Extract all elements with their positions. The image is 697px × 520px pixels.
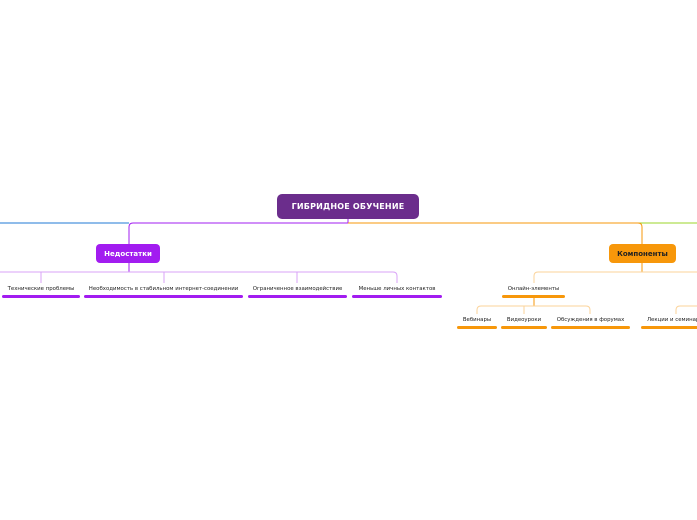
subtopic-limited-interaction[interactable]: Ограниченное взаимодействие	[248, 284, 347, 298]
branch-nedostatki[interactable]: Недостатки	[96, 244, 160, 263]
subtopic-forum-discussions[interactable]: Обсуждения в форумах	[551, 315, 630, 329]
connector-komponenty-bus	[533, 271, 697, 283]
root-topic[interactable]: ГИБРИДНОЕ ОБУЧЕНИЕ	[277, 194, 419, 219]
subtopic-online-elements[interactable]: Онлайн-элементы	[502, 284, 565, 298]
connector-root-to-komponenty	[348, 222, 643, 244]
subtopic-internet-connection[interactable]: Необходимость в стабильном интернет-соед…	[84, 284, 243, 298]
subtopic-webinars[interactable]: Вебинары	[457, 315, 497, 329]
subtopic-video-lessons[interactable]: Видеоуроки	[501, 315, 547, 329]
connector-to-lectures	[675, 305, 697, 314]
connector-root-to-nedostatki	[128, 219, 349, 244]
subtopic-lectures-seminars[interactable]: Лекции и семинары	[641, 315, 697, 329]
subtopic-tech-problems[interactable]: Технические проблемы	[2, 284, 80, 298]
connector-nedostatki-bus	[0, 271, 398, 283]
connector-online-bus	[476, 305, 591, 314]
subtopic-fewer-contacts[interactable]: Меньше личных контактов	[352, 284, 442, 298]
branch-komponenty[interactable]: Компоненты	[609, 244, 676, 263]
